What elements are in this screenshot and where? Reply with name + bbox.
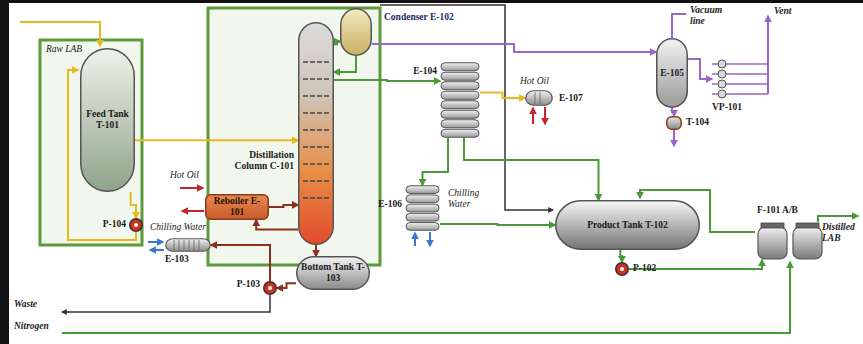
product-tank: Product Tank T-102 bbox=[555, 200, 700, 250]
flow-line bbox=[269, 205, 298, 207]
node-label: Bottom Tank T-103 bbox=[298, 262, 368, 284]
unit-boundary bbox=[208, 8, 380, 265]
flow-line bbox=[372, 44, 656, 52]
waste-line bbox=[62, 295, 270, 312]
heat-exchanger-shape bbox=[405, 185, 440, 231]
node-label: E-105 bbox=[658, 68, 686, 79]
stream-label: Vent bbox=[774, 6, 804, 17]
node-label: Condenser E-102 bbox=[384, 12, 458, 23]
stream-label: Hot Oil bbox=[520, 76, 560, 87]
flow-line bbox=[334, 42, 340, 45]
flow-line bbox=[334, 80, 440, 81]
distillation-column: Distillation Column C-101 bbox=[298, 22, 334, 245]
stream-label: Vacuum line bbox=[690, 5, 736, 27]
node-label: Distillation Column C-101 bbox=[230, 150, 294, 172]
chilling-water-line bbox=[148, 241, 163, 243]
chilling-water-line bbox=[429, 232, 431, 246]
heat-exchanger-shape bbox=[440, 62, 480, 138]
distillation-column-shape bbox=[298, 22, 334, 245]
vacuum-pumps: VP-101 bbox=[712, 58, 742, 100]
stream-label: Distilled LAB bbox=[822, 222, 860, 244]
node-label: Feed Tank T-101 bbox=[82, 109, 133, 131]
heat-exchanger-shape bbox=[165, 238, 211, 252]
vacuum-line bbox=[672, 14, 686, 38]
node-label: Product Tank T-102 bbox=[557, 220, 698, 231]
filters-shape bbox=[755, 222, 825, 260]
node-label: P-102 bbox=[633, 263, 667, 274]
product-line bbox=[818, 216, 858, 222]
condensate-pot: T-104 bbox=[666, 116, 682, 130]
flow-line bbox=[423, 138, 449, 185]
node-label: E-107 bbox=[559, 93, 593, 104]
stream-label: Hot Oil bbox=[170, 170, 210, 181]
pump-shape bbox=[129, 218, 143, 232]
nitrogen-line bbox=[62, 262, 790, 333]
condenser: Condenser E-102 bbox=[340, 8, 372, 56]
vacuum-drum: E-105 bbox=[656, 38, 688, 108]
flow-line bbox=[131, 192, 136, 218]
hot-oil-line bbox=[182, 210, 204, 212]
stream-label: Waste bbox=[14, 299, 58, 310]
flow-line bbox=[277, 283, 296, 288]
flow-line bbox=[315, 245, 317, 256]
hot-oil-line bbox=[544, 107, 546, 124]
flow-line bbox=[256, 220, 298, 229]
stream-label: Chilling Water bbox=[448, 188, 492, 210]
pump-shape bbox=[615, 262, 629, 276]
chilling-water-line bbox=[150, 249, 164, 251]
heat-exchanger: E-104 bbox=[440, 62, 480, 138]
node-label: P-103 bbox=[230, 279, 260, 290]
feed-tank: Feed Tank T-101 bbox=[80, 48, 135, 192]
node-label: Reboiler E-101 bbox=[207, 196, 267, 218]
hot-oil-line bbox=[180, 187, 203, 189]
node-label: T-104 bbox=[686, 117, 720, 128]
pump: P-104 bbox=[129, 218, 143, 232]
vent-line bbox=[767, 16, 769, 94]
hot-oil-line bbox=[532, 108, 534, 124]
node-label: E-104 bbox=[403, 66, 437, 77]
vent-line bbox=[742, 64, 768, 94]
chilling-water-line bbox=[414, 233, 416, 246]
process-line bbox=[380, 5, 553, 210]
node-label: F-101 A/B bbox=[757, 205, 817, 216]
condensate-pot-shape bbox=[666, 116, 682, 130]
feed-line bbox=[20, 22, 100, 46]
flow-line bbox=[480, 92, 525, 98]
reboiler: Reboiler E-101 bbox=[205, 194, 269, 220]
heat-exchanger-shape bbox=[525, 90, 553, 106]
pump-shape bbox=[263, 281, 277, 295]
flow-line bbox=[440, 223, 555, 226]
pump: P-103 bbox=[263, 281, 277, 295]
stream-label: Nitrogen bbox=[14, 321, 60, 332]
filters: F-101 A/B bbox=[755, 222, 825, 260]
stream-label: Chilling Water bbox=[150, 222, 222, 233]
flow-line bbox=[672, 108, 674, 116]
flow-line bbox=[334, 56, 356, 72]
node-label: P-104 bbox=[96, 219, 126, 230]
flow-line bbox=[135, 139, 298, 141]
node-label: E-106 bbox=[371, 199, 402, 210]
bottom-tank: Bottom Tank T-103 bbox=[296, 256, 370, 290]
heat-exchanger: E-107 bbox=[525, 90, 553, 106]
stream-label: Raw LAB bbox=[46, 44, 96, 55]
heat-exchanger: E-106 bbox=[405, 185, 440, 231]
node-label: E-103 bbox=[165, 254, 205, 265]
pump: P-102 bbox=[615, 262, 629, 276]
flow-line bbox=[688, 59, 712, 79]
frame-bar bbox=[0, 0, 9, 344]
unit-boundary bbox=[40, 40, 142, 245]
flow-line bbox=[464, 138, 599, 200]
heat-exchanger: E-103 bbox=[165, 238, 211, 252]
condenser-shape bbox=[340, 8, 372, 56]
frame-bar bbox=[0, 0, 863, 3]
flow-line bbox=[211, 245, 270, 281]
vacuum-line bbox=[673, 130, 675, 146]
node-label: VP-101 bbox=[712, 102, 752, 113]
flow-line bbox=[620, 250, 622, 262]
vacuum-pumps-shape bbox=[712, 58, 742, 100]
